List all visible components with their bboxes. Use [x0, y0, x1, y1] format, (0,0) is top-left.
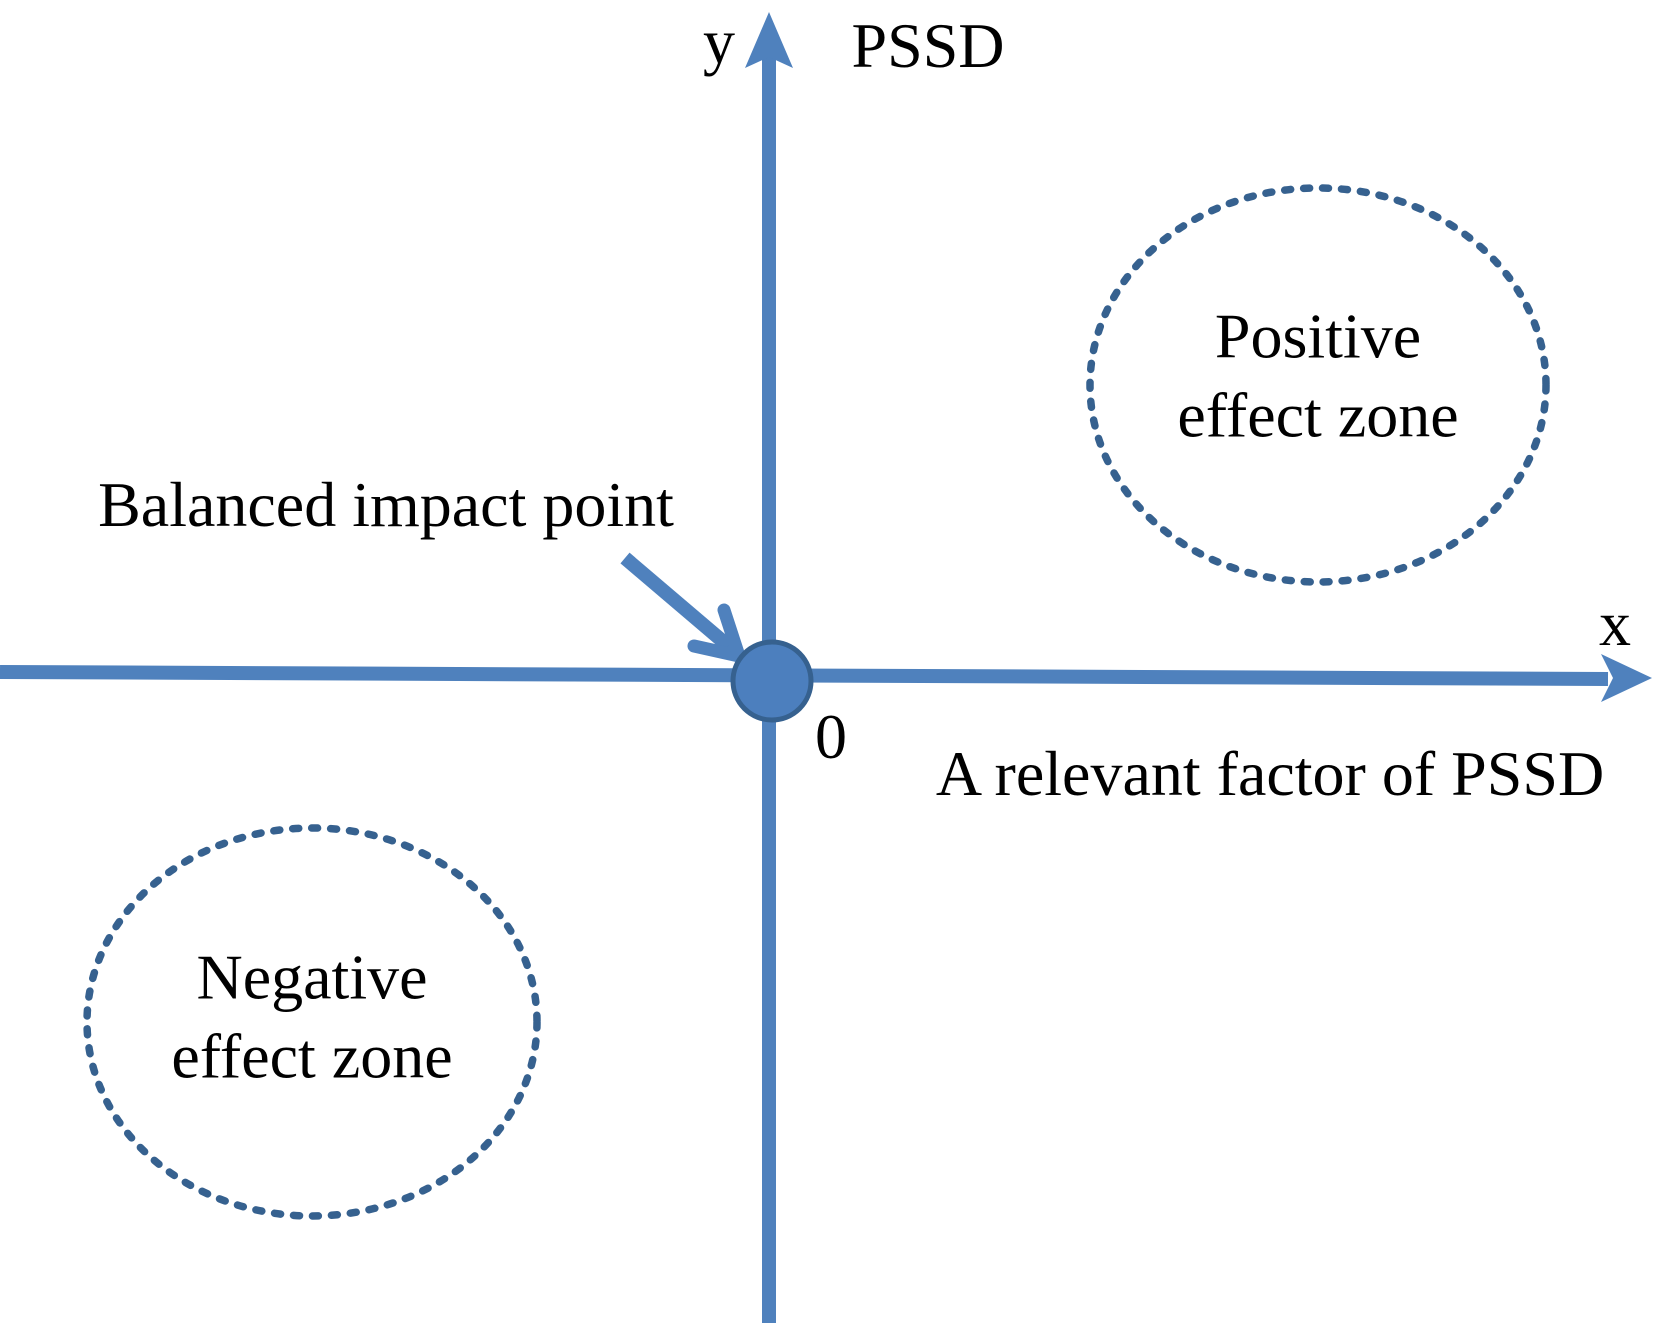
origin-point — [730, 639, 814, 723]
balanced-point-label: Balanced impact point — [98, 468, 674, 540]
x-axis-title: A relevant factor of PSSD — [935, 737, 1605, 809]
balanced-point-arrow-barb-lower — [687, 639, 746, 663]
negative-zone-label: Negative effect zone — [171, 938, 452, 1095]
y-axis-arrowhead — [745, 12, 793, 68]
negative-zone-label-line1: Negative — [196, 941, 428, 1013]
x-axis-arrowhead — [1601, 654, 1652, 702]
y-axis-label: y — [703, 5, 735, 77]
x-axis-label: x — [1599, 587, 1631, 659]
negative-zone-ellipse — [83, 824, 541, 1220]
y-axis-title: PSSD — [851, 9, 1005, 81]
positive-zone-label: Positive effect zone — [1177, 297, 1458, 454]
balanced-point-arrow-barb-upper — [717, 603, 746, 663]
balanced-point-arrow-shaft — [620, 552, 738, 656]
negative-zone-label-line2: effect zone — [171, 1020, 453, 1091]
positive-zone-label-line1: Positive — [1214, 300, 1422, 372]
origin-label: 0 — [815, 700, 847, 772]
positive-zone-ellipse — [1086, 184, 1550, 586]
positive-zone-label-line2: effect zone — [1177, 379, 1459, 450]
